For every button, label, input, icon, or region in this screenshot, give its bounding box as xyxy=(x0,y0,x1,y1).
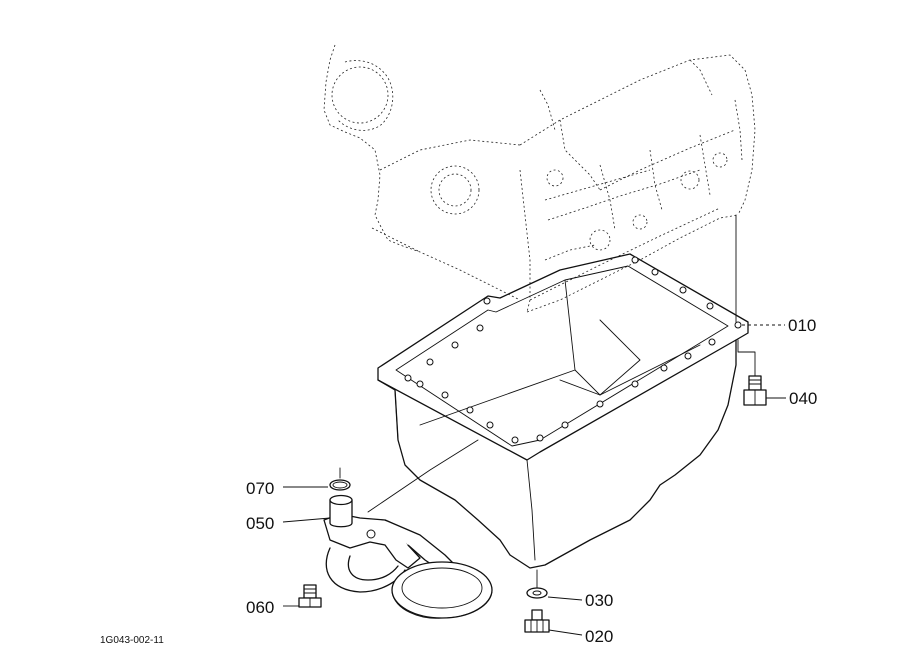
callout-040: 040 xyxy=(766,389,817,408)
oil-strainer xyxy=(323,439,493,619)
strainer-bolt xyxy=(298,584,322,608)
label-030: 030 xyxy=(585,591,613,610)
drawing-code: 1G043-002-11 xyxy=(100,635,164,646)
callout-020: 020 xyxy=(548,627,613,646)
callout-060: 060 xyxy=(246,598,299,617)
label-050: 050 xyxy=(246,514,274,533)
label-060: 060 xyxy=(246,598,274,617)
callout-050: 050 xyxy=(246,514,331,533)
callout-010: 010 xyxy=(742,316,816,335)
callout-030: 030 xyxy=(547,591,613,610)
drain-plug xyxy=(524,609,550,633)
callout-070: 070 xyxy=(246,479,328,498)
oil-pan-bolt-holes xyxy=(404,256,742,444)
oil-pan xyxy=(377,214,749,569)
drain-washer xyxy=(526,569,548,599)
pan-bolt xyxy=(737,339,767,406)
label-010: 010 xyxy=(788,316,816,335)
label-070: 070 xyxy=(246,479,274,498)
label-040: 040 xyxy=(789,389,817,408)
o-ring xyxy=(329,467,351,491)
label-020: 020 xyxy=(585,627,613,646)
engine-block-outline xyxy=(323,44,756,313)
